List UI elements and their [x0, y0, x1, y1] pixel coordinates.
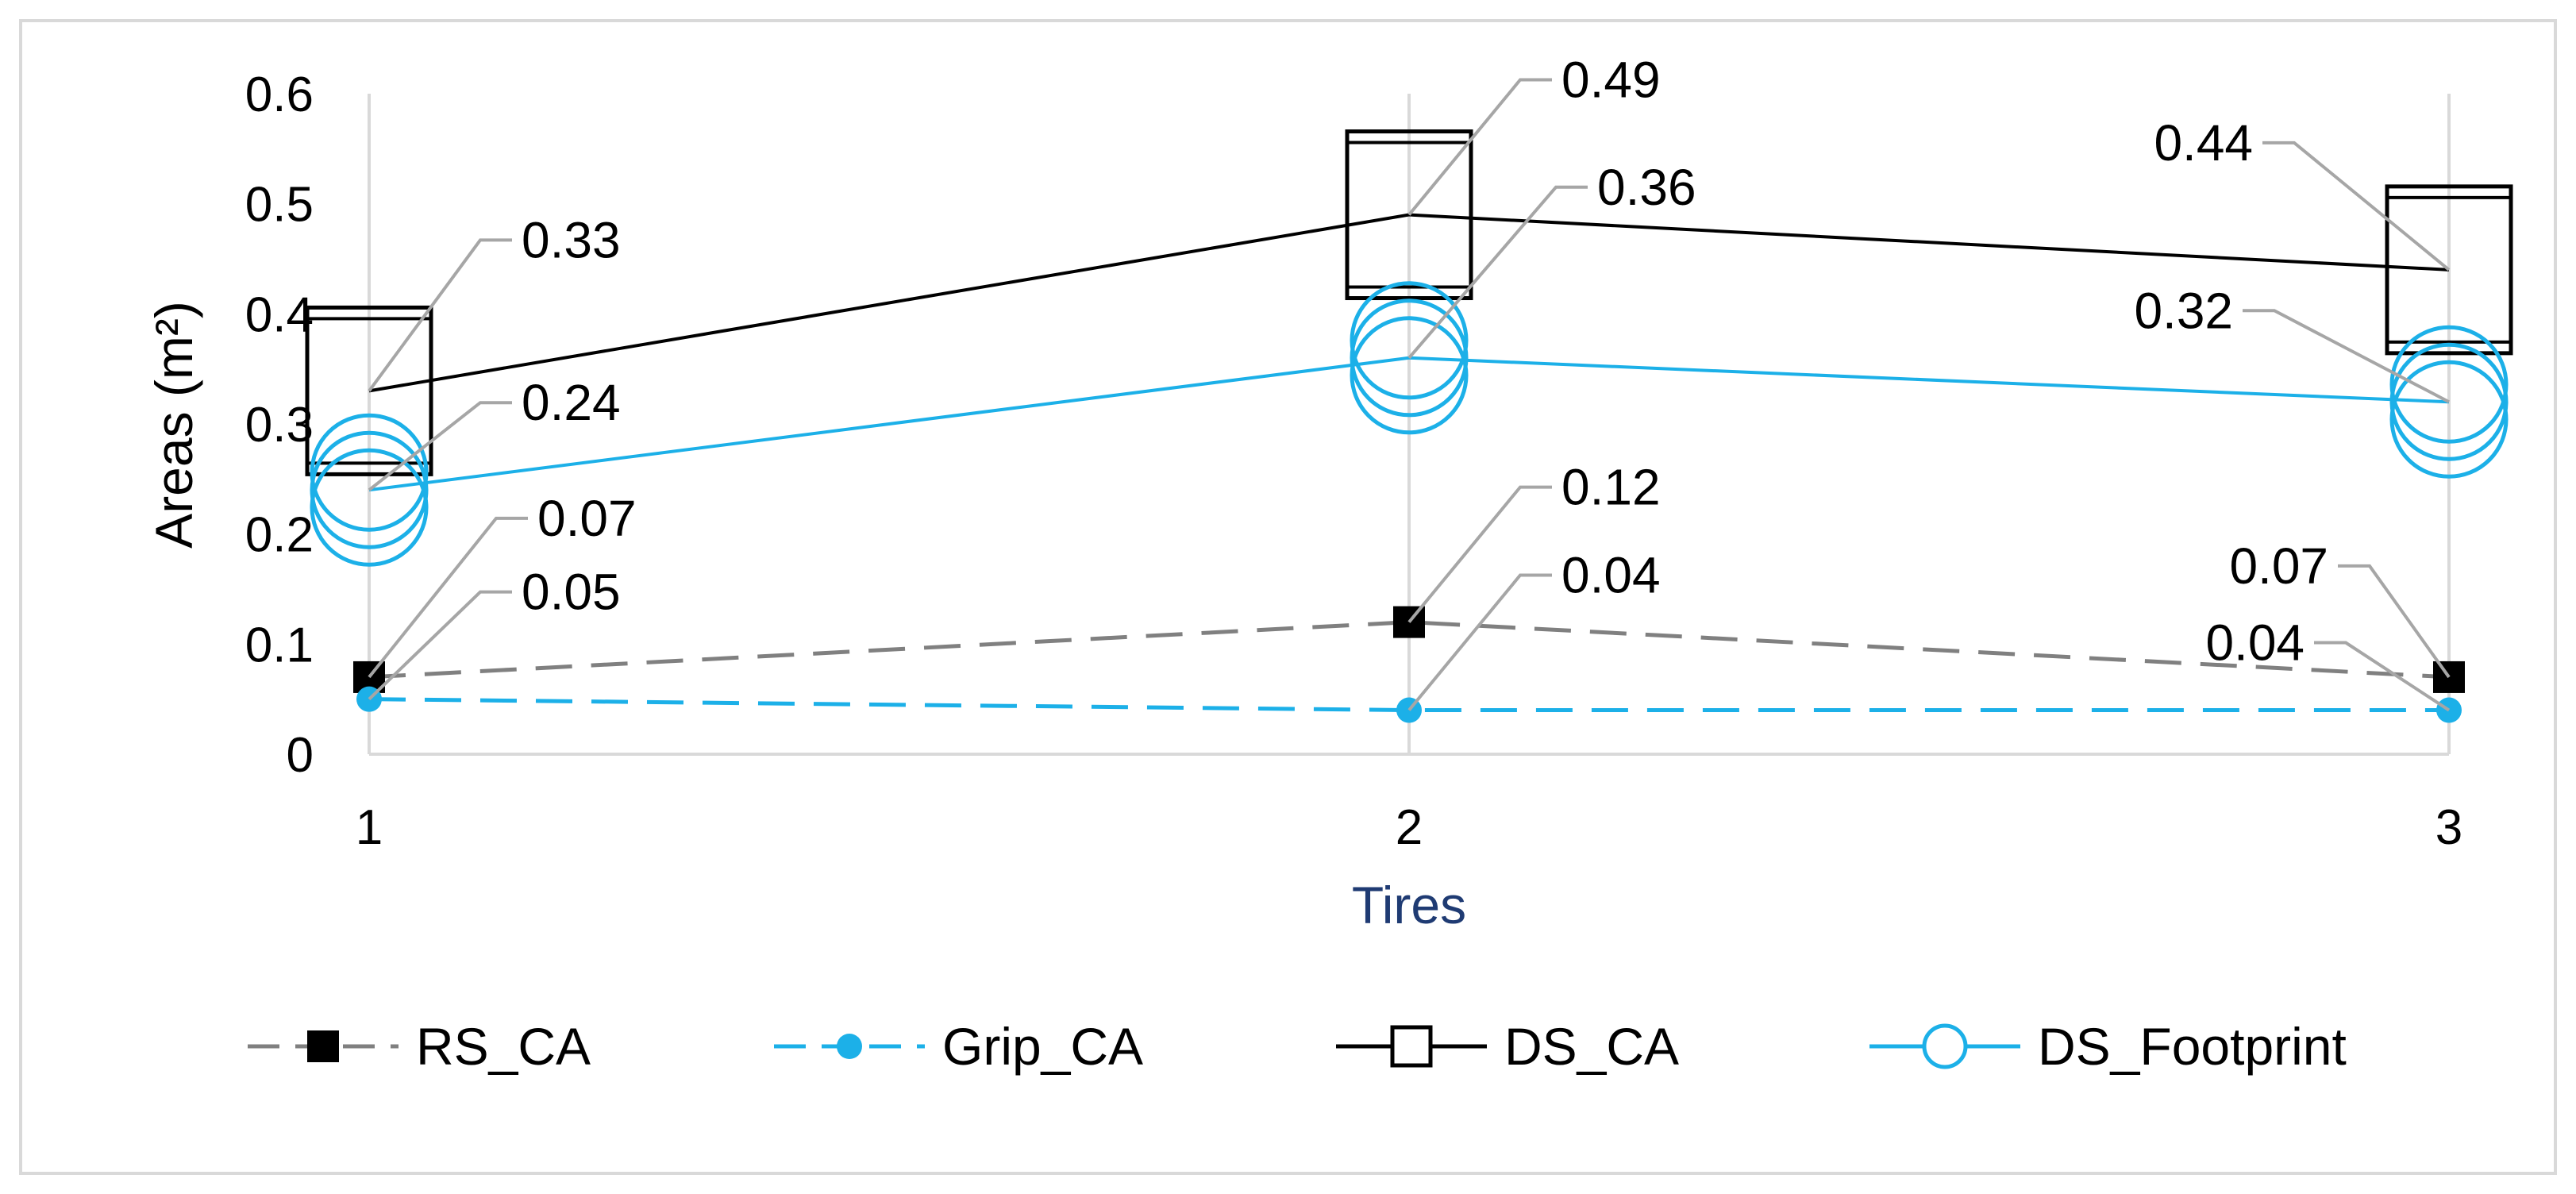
x-axis-title: Tires	[1352, 876, 1466, 934]
legend-label-DS_CA: DS_CA	[1504, 1017, 1679, 1076]
series-line-RS_CA	[368, 620, 2450, 680]
x-tick-label: 1	[356, 800, 383, 855]
data-label-RS_CA-3: 0.07	[2229, 537, 2328, 595]
leader-Grip_CA-3	[2314, 641, 2451, 712]
x-tick-label: 3	[2435, 800, 2462, 855]
y-axis-title: Areas (m²)	[144, 301, 203, 549]
data-label-Grip_CA-2: 0.04	[1561, 547, 1661, 604]
y-tick-label: 0.5	[245, 178, 314, 233]
marker-DS_Footprint-3	[2389, 325, 2509, 479]
legend-label-DS_Footprint: DS_Footprint	[2038, 1017, 2347, 1076]
legend-item-DS_CA: DS_CA	[1336, 1017, 1679, 1076]
leader-DS_Footprint-3	[2243, 309, 2450, 404]
legend: RS_CA Grip_CA DS_CA DS_Footprint	[248, 1017, 2347, 1076]
y-tick-label: 0.1	[245, 618, 314, 672]
data-label-Grip_CA-3: 0.04	[2205, 614, 2305, 672]
chart-border	[19, 19, 2557, 1175]
leader-RS_CA-2	[1407, 485, 1552, 623]
leader-DS_CA-1	[368, 238, 512, 392]
data-label-RS_CA-2: 0.12	[1561, 459, 1661, 516]
y-tick-labels: 0 0.1 0.2 0.3 0.4 0.5 0.6	[245, 67, 314, 783]
legend-marker-DS_Footprint	[1922, 1023, 1968, 1069]
grid-lines	[368, 94, 2451, 754]
leader-DS_CA-2	[1407, 78, 1552, 216]
legend-label-RS_CA: RS_CA	[416, 1017, 591, 1076]
legend-item-DS_Footprint: DS_Footprint	[1869, 1017, 2347, 1076]
data-label-DS_CA-1: 0.33	[522, 211, 621, 268]
marker-DS_Footprint-2	[1350, 281, 1469, 435]
data-label-DS_Footprint-1: 0.24	[522, 374, 621, 431]
y-tick-label: 0.6	[245, 67, 314, 122]
y-tick-label: 0.4	[245, 287, 314, 342]
data-label-DS_CA-3: 0.44	[2154, 114, 2253, 171]
legend-item-RS_CA: RS_CA	[248, 1017, 591, 1076]
legend-marker-DS_CA	[1390, 1025, 1433, 1068]
data-label-DS_Footprint-3: 0.32	[2134, 282, 2233, 339]
legend-item-Grip_CA: Grip_CA	[774, 1017, 1143, 1076]
leader-DS_Footprint-1	[368, 401, 512, 491]
leader-Grip_CA-1	[368, 590, 512, 701]
marker-DS_Footprint-1	[310, 413, 429, 567]
leader-DS_Footprint-2	[1407, 185, 1588, 360]
leader-RS_CA-1	[368, 516, 528, 679]
leader-DS_CA-3	[2262, 141, 2451, 272]
label-leader-lines	[368, 78, 2451, 712]
leader-Grip_CA-2	[1407, 573, 1552, 711]
legend-marker-RS_CA	[307, 1030, 339, 1062]
marker-DS_CA-1	[305, 305, 433, 476]
leader-RS_CA-3	[2338, 564, 2451, 679]
y-tick-label: 0.2	[245, 508, 314, 563]
marker-DS_CA-2	[1345, 129, 1473, 301]
series-DS_CA	[305, 129, 2513, 476]
series-line-Grip_CA	[368, 697, 2449, 713]
x-tick-label: 2	[1396, 800, 1423, 855]
x-tick-labels: 1 2 3	[356, 800, 2462, 855]
marker-DS_CA-3	[2385, 184, 2513, 356]
legend-label-Grip_CA: Grip_CA	[942, 1017, 1143, 1076]
data-label-RS_CA-1: 0.07	[537, 490, 637, 547]
data-label-Grip_CA-1: 0.05	[522, 564, 621, 621]
data-label-DS_CA-2: 0.49	[1561, 52, 1661, 109]
data-label-DS_Footprint-2: 0.36	[1597, 159, 1696, 216]
y-tick-label: 0	[287, 728, 314, 783]
y-tick-label: 0.3	[245, 398, 314, 453]
data-labels: 0.07 0.12 0.07 0.05 0.04 0.04 0.33 0.49 0.44 0.24…	[522, 52, 2328, 672]
legend-marker-Grip_CA	[837, 1034, 862, 1059]
